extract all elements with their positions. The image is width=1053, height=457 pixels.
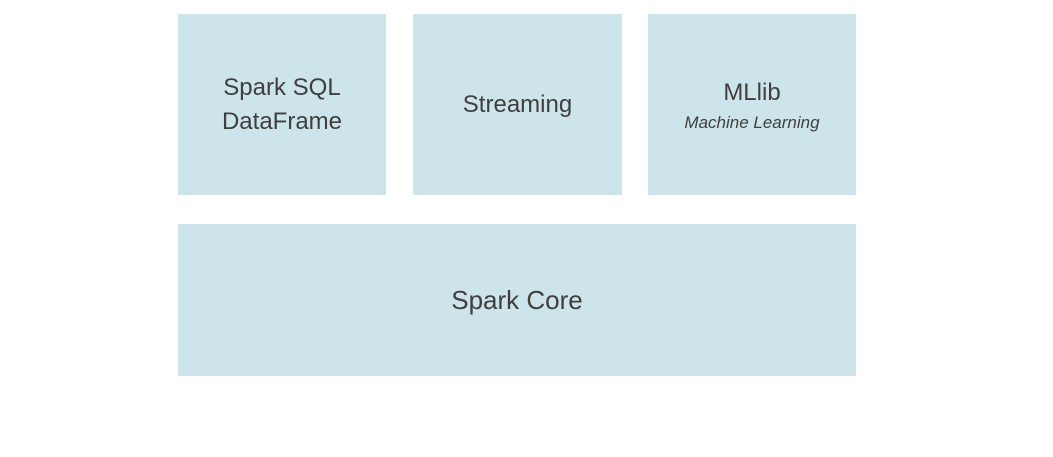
box-spark-core: Spark Core — [178, 224, 856, 376]
box-mllib: MLlib Machine Learning — [648, 14, 856, 195]
streaming-label: Streaming — [462, 90, 573, 118]
mllib-machine-learning-subtitle: Machine Learning — [684, 112, 820, 132]
box-spark-sql-dataframe: Spark SQL DataFrame — [178, 14, 386, 195]
box-streaming: Streaming — [413, 14, 622, 195]
spark-sql-dataframe-label: Spark SQL DataFrame — [221, 73, 343, 135]
mllib-label: MLlib — [723, 79, 781, 107]
spark-core-label: Spark Core — [451, 284, 583, 315]
